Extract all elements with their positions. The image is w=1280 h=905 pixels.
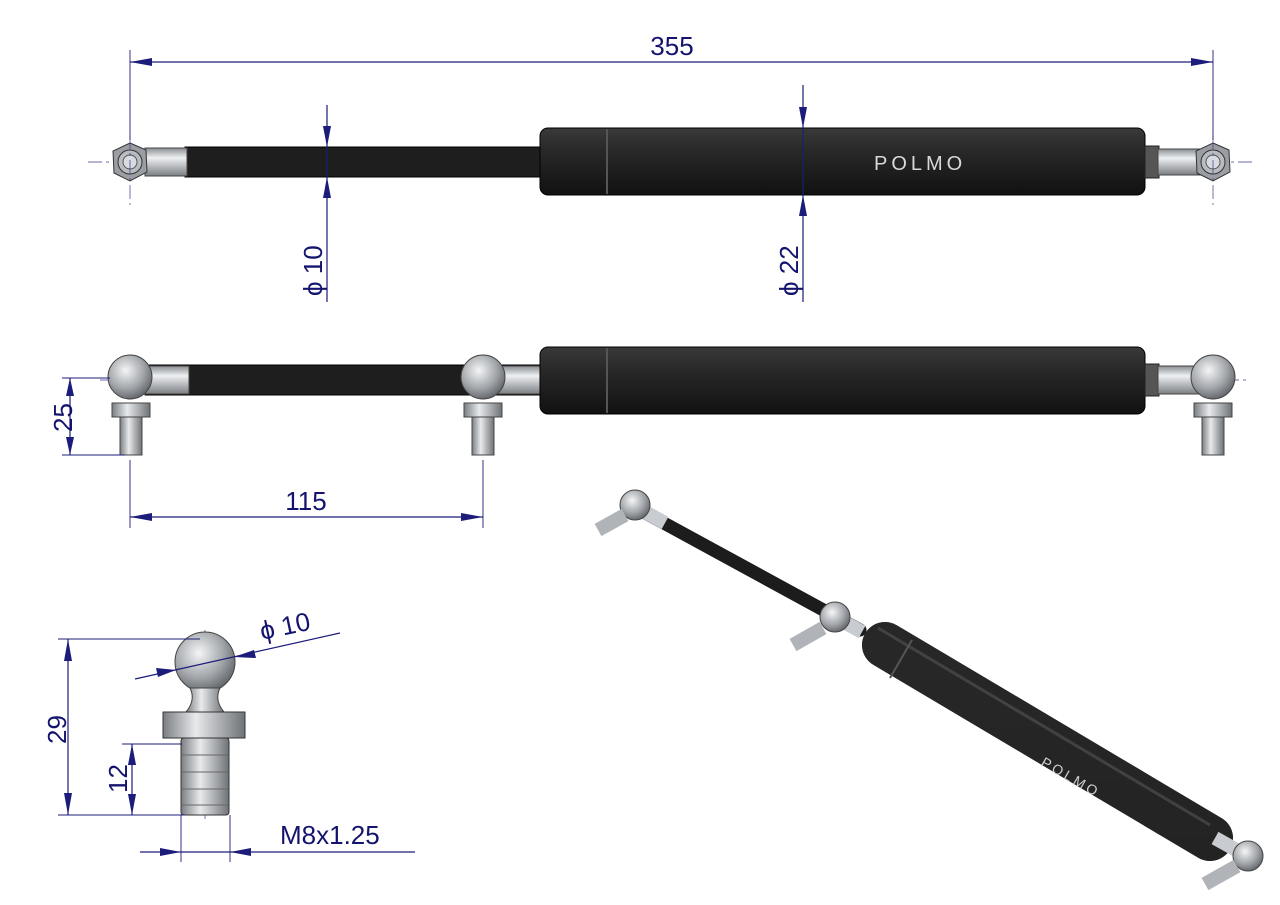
- side-view: 25 115: [48, 346, 1250, 528]
- cylinder-diameter-label: ϕ 22: [774, 245, 804, 296]
- dimension-rod-diameter: ϕ 10: [298, 105, 331, 302]
- ball-joint-left: [107, 354, 153, 456]
- brand-logo: POLMO: [874, 153, 966, 175]
- hex-nut: [162, 711, 246, 739]
- dimension-stud-height: 25: [48, 377, 125, 456]
- thread-spec-label: M8x1.25: [280, 820, 380, 850]
- top-view: POLMO 355 ϕ 10: [88, 31, 1255, 302]
- cylinder-end-sleeve: [1157, 148, 1201, 176]
- ball: [174, 631, 236, 693]
- dimension-thread-spec: M8x1.25: [140, 815, 415, 862]
- cylinder-body: [539, 127, 1146, 196]
- dimension-ball-spacing: 115: [129, 460, 484, 528]
- thread-length-label: 12: [103, 764, 133, 793]
- total-height-label: 29: [42, 715, 72, 744]
- dimension-overall-length: 355: [129, 31, 1214, 140]
- stud-height-label: 25: [48, 403, 78, 432]
- ball-joint-middle: [460, 354, 506, 456]
- overall-length-label: 355: [650, 31, 693, 61]
- ball-stud-detail: ϕ 10 29 12 M8x1.25: [42, 606, 415, 862]
- dimension-cylinder-diameter: ϕ 22: [774, 85, 807, 302]
- ball-joint-right: [1190, 354, 1236, 456]
- dimension-total-height: 29: [42, 638, 200, 816]
- dimension-ball-diameter: ϕ 10: [134, 606, 341, 680]
- rod-end-sleeve: [144, 147, 188, 177]
- ball-spacing-label: 115: [285, 486, 326, 516]
- rod-diameter-label: ϕ 10: [298, 245, 328, 296]
- dimension-thread-length: 12: [103, 743, 182, 815]
- ball-diameter-label: ϕ 10: [257, 606, 313, 646]
- thread: [180, 737, 230, 816]
- piston-rod: [184, 146, 546, 178]
- end-cap: [1144, 145, 1160, 179]
- isometric-view: POLMO: [594, 489, 1264, 891]
- cylinder-body: [539, 346, 1146, 415]
